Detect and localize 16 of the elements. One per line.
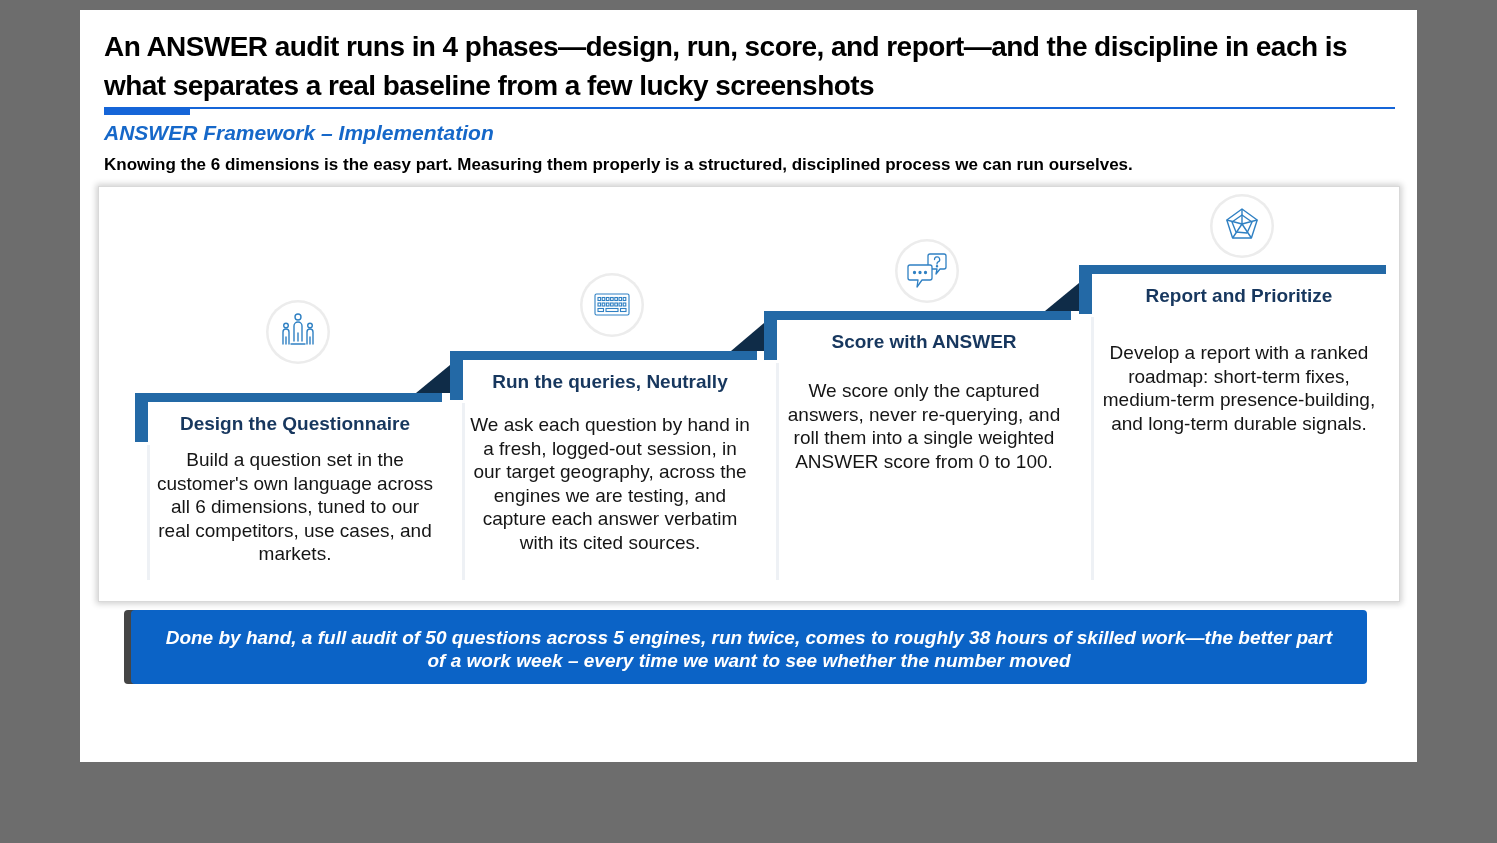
step-heading: Design the Questionnaire xyxy=(179,413,411,435)
step-heading: Report and Prioritize xyxy=(1145,285,1333,307)
step-description: We score only the captured answers, never re-querying, and roll them into a single weighted ANSWER score from 0 to 100. xyxy=(786,379,1062,473)
section-subtitle: ANSWER Framework – Implementation xyxy=(104,120,494,146)
step-description: Build a question set in the customer's own language across all 6 dimensions, tuned to our real competitors, use cases, and markets. xyxy=(155,448,435,566)
intro-text: Knowing the 6 dimensions is the easy part. Measuring them properly is a structured, disciplined process we can run ourselves. xyxy=(104,154,1133,176)
step-description: We ask each question by hand in a fresh, logged-out session, in our target geography, across the engines we are testing, and capture each answer verbatim with its cited sources. xyxy=(469,413,751,554)
step-heading: Run the queries, Neutrally xyxy=(492,371,728,393)
callout-text: Done by hand, a full audit of 50 questions across 5 engines, run twice, comes to roughly 38 hours of skilled work—the better part of a work week – every time we want to see whether the number moved xyxy=(164,626,1334,672)
content-panel xyxy=(98,186,1400,602)
step-description: Develop a report with a ranked roadmap: short-term fixes, medium-term presence-building, and long-term durable signals. xyxy=(1101,341,1377,435)
slide-title: An ANSWER audit runs in 4 phases—design, run, score, and report—and the discipline in each is what separates a real baseline from a few lucky screenshots xyxy=(104,30,1348,103)
step-heading: Score with ANSWER xyxy=(831,331,1017,353)
corner-wedge-arrow xyxy=(416,365,450,393)
corner-wedge-arrow xyxy=(1045,283,1079,311)
corner-wedge-arrow xyxy=(731,323,764,351)
